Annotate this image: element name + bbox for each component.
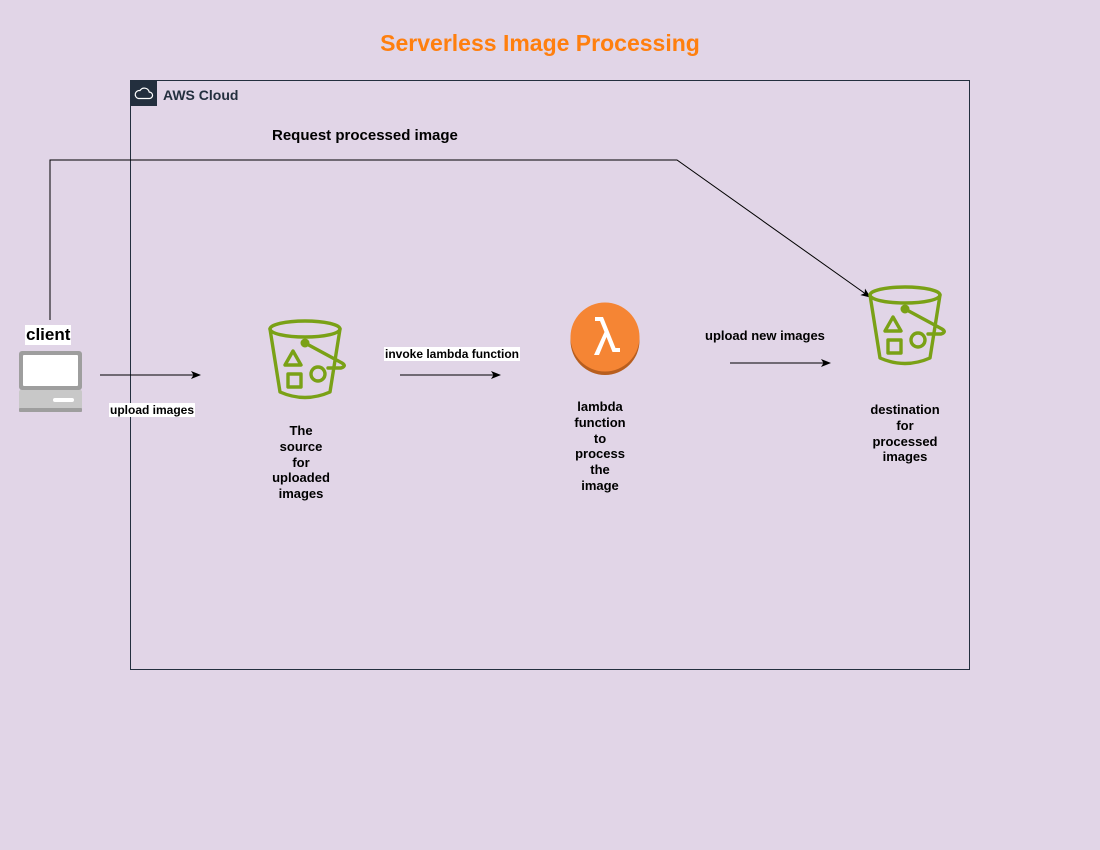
- lambda-label-line: to: [593, 430, 607, 446]
- s3-bucket-icon[interactable]: [866, 284, 948, 373]
- source-bucket-label-line: The: [289, 423, 313, 438]
- client-label: client: [25, 325, 72, 345]
- lambda-icon[interactable]: [569, 302, 641, 383]
- source-bucket-label-line: source: [279, 438, 323, 454]
- lambda-label-line: lambda: [577, 399, 623, 414]
- s3-bucket-icon[interactable]: [266, 318, 348, 407]
- aws-cloud-label: AWS Cloud: [163, 87, 239, 103]
- cloud-icon: [131, 81, 157, 106]
- destination-bucket-label-line: destination: [870, 402, 940, 417]
- diagram-title: Serverless Image Processing: [380, 30, 700, 56]
- destination-bucket-label-line: processed: [872, 433, 938, 449]
- source-bucket-label: The source for uploaded images: [261, 423, 341, 502]
- upload-images-label: upload images: [109, 403, 196, 417]
- upload-new-images-label: upload new images: [705, 328, 825, 343]
- source-bucket-label-line: for: [292, 454, 310, 470]
- invoke-lambda-label: invoke lambda function: [384, 347, 521, 361]
- lambda-label: lambda function to process the image: [560, 399, 640, 494]
- lambda-label-line: image: [581, 477, 619, 493]
- request-processed-label: Request processed image: [272, 127, 458, 144]
- destination-bucket-label-line: images: [882, 449, 928, 465]
- lambda-label-line: function: [574, 414, 626, 430]
- destination-bucket-label: destination for processed images: [855, 402, 955, 465]
- lambda-label-line: process: [575, 446, 625, 462]
- source-bucket-label-line: uploaded: [272, 470, 330, 486]
- edge-request-processed[interactable]: [49, 159, 871, 320]
- lambda-label-line: the: [590, 462, 610, 478]
- destination-bucket-label-line: for: [896, 417, 914, 433]
- desktop-computer-icon[interactable]: [18, 350, 84, 419]
- source-bucket-label-line: images: [278, 486, 324, 502]
